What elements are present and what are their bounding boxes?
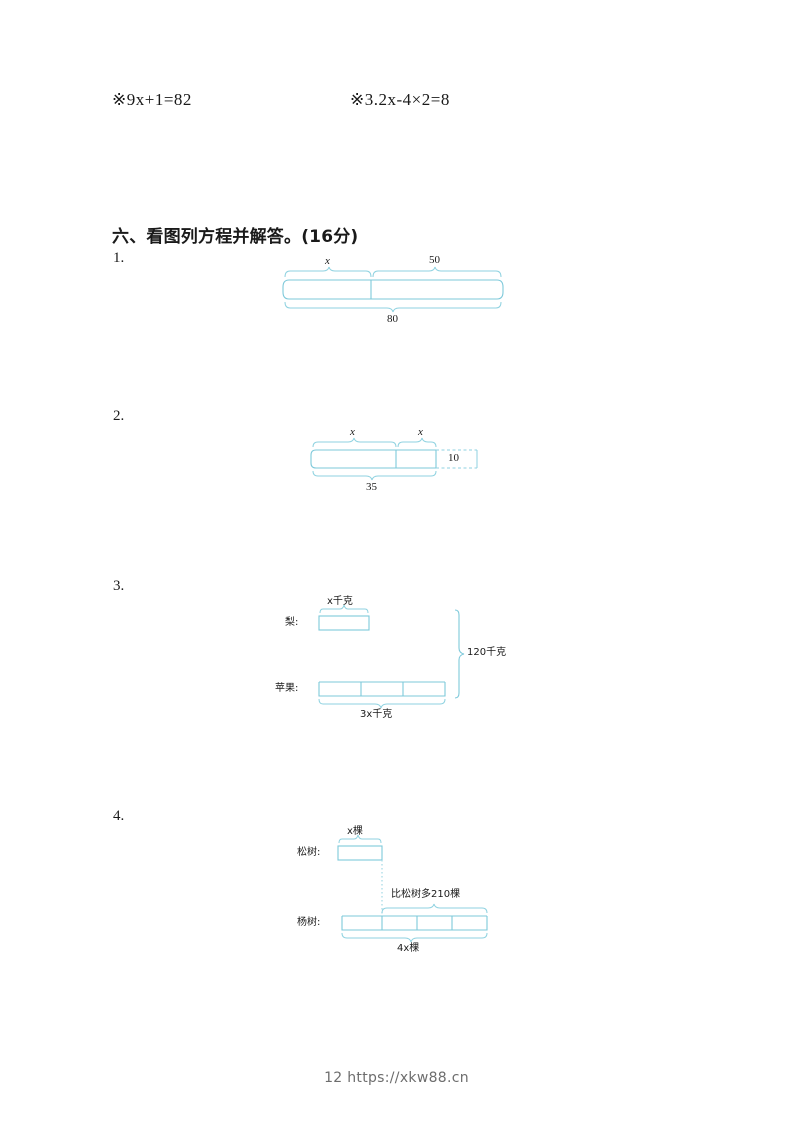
problem-number-1: 1.: [113, 250, 125, 266]
equation-2: ※3.2x-4×2=8: [350, 90, 450, 109]
diagram-3-graphic: [318, 604, 465, 709]
page-footer: 12 https://xkw88.cn: [324, 1070, 469, 1086]
diagram-2-graphic: [310, 437, 478, 481]
diagram-4-difference-label: 比松树多210棵: [391, 889, 461, 900]
equation-1: ※9x+1=82: [112, 90, 192, 109]
diagram-3-row1-label: x千克: [327, 596, 353, 607]
section-heading: 六、看图列方程并解答。(16分): [112, 227, 359, 247]
diagram-problem-1: x 50 80: [282, 255, 523, 325]
diagram-4-graphic: [337, 834, 488, 943]
diagram-4-row2-label: 4x棵: [397, 943, 420, 954]
diagram-3-row2-name: 苹果:: [275, 683, 299, 694]
diagram-problem-3: 梨: x千克 苹果: 3x千克 120千克: [275, 596, 513, 720]
diagram-2-part-label-x1: x: [350, 426, 355, 438]
diagram-4-row1-name: 松树:: [297, 847, 321, 858]
diagram-3-row1-name: 梨:: [285, 617, 299, 628]
diagram-4-row1-label: x棵: [347, 826, 363, 837]
diagram-1-part-label-50: 50: [429, 254, 440, 266]
diagram-3-total-label: 120千克: [467, 647, 507, 658]
diagram-1-total-label: 80: [387, 313, 398, 325]
problem-number-3: 3.: [113, 578, 125, 594]
diagram-4-row2-name: 杨树:: [297, 917, 321, 928]
problem-number-2: 2.: [113, 408, 125, 424]
diagram-2-brace-label-35: 35: [366, 481, 377, 493]
diagram-2-dashed-label-10: 10: [448, 452, 459, 464]
diagram-2-part-label-x2: x: [418, 426, 423, 438]
diagram-1-part-label-x: x: [325, 255, 330, 267]
diagram-3-row2-label: 3x千克: [360, 709, 393, 720]
diagram-problem-2: x x 10 35: [310, 427, 511, 493]
diagram-problem-4: 松树: x棵 杨树: 比松树多210棵 4x棵: [290, 826, 510, 954]
problem-number-4: 4.: [113, 808, 125, 824]
diagram-1-graphic: [282, 266, 504, 313]
equations-row: ※9x+1=82 ※3.2x-4×2=8: [112, 90, 672, 116]
